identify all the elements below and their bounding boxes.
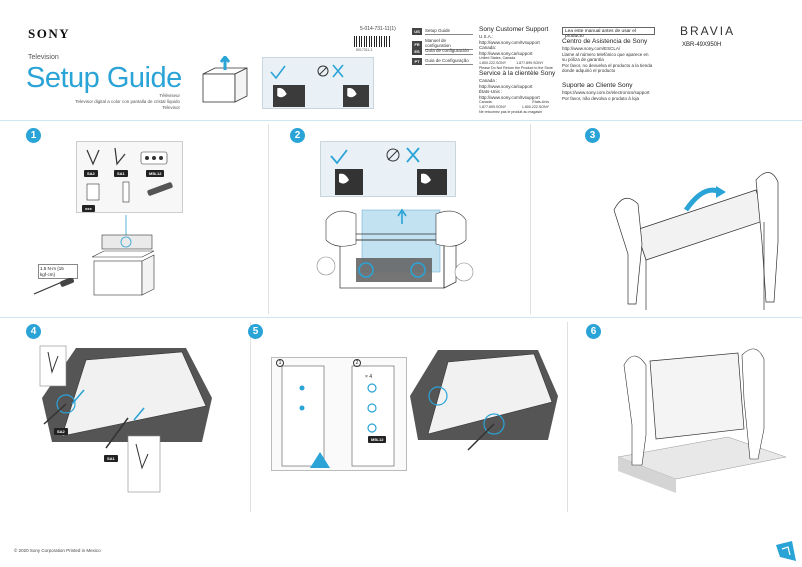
support-es: Centro de Asistencia de Sony http://www.… — [562, 38, 672, 74]
document-code: 5-014-731-11(1) — [360, 26, 396, 32]
part-label-sa1: SA1 — [114, 170, 128, 177]
section-divider — [0, 120, 802, 121]
support-en-line: http://www.sony.com/tvsupport — [479, 39, 540, 45]
attach-stands-illustration — [39, 345, 212, 493]
step-1-badge: 1 — [26, 128, 41, 143]
subtitle-fr: Téléviseur — [159, 93, 180, 98]
barcode — [354, 36, 390, 47]
support-fr-phone-1: 1.877.899.SONY — [479, 104, 507, 109]
part-label-doc: xxx — [82, 205, 95, 212]
support-en-return-note: Please Do Not Return the Product to the … — [479, 66, 553, 71]
support-pt: Suporte ao Cliente Sony https://www.sony… — [562, 82, 672, 101]
lift-do-dont-panel — [320, 141, 456, 197]
support-es-line: donde adquirió el producto — [562, 68, 616, 74]
support-fr: Service à la clientèle Sony Canada : htt… — [479, 70, 559, 115]
step-4-badge: 4 — [26, 324, 41, 339]
bravia-logo: BRAVIA — [680, 24, 736, 38]
stand-label-sa1: SA1 — [104, 455, 118, 462]
tv-box-illustration — [202, 56, 248, 103]
support-fr-region-2: États-Unis — [532, 100, 549, 105]
lang-label: Guia de Configuração — [425, 58, 473, 65]
support-fr-line: http://www.sony.ca/support — [479, 83, 533, 89]
barcode-number: 5017311-1 — [356, 48, 373, 52]
lang-code: FR — [412, 40, 422, 48]
lang-label: Manuel de configuration — [425, 38, 473, 50]
support-es-heading: Centro de Asistencia de Sony — [562, 38, 648, 45]
sub-step-2: 2 — [353, 359, 361, 367]
column-divider — [250, 322, 251, 512]
screw-label: M5L12 — [368, 436, 387, 443]
category-label: Television — [28, 54, 59, 61]
lang-label: Setup Guide — [425, 28, 473, 35]
support-es-line: Por favor, no devuelva el producto a la … — [562, 62, 653, 68]
support-en-phone-2: 1.877.899.SONY — [516, 60, 544, 65]
copyright: © 2020 Sony Corporation Printed in Mexic… — [14, 548, 101, 553]
support-en-line: http://www.sony.ca/support — [479, 50, 533, 56]
support-en-heading: Sony Customer Support — [479, 26, 549, 33]
part-label-sa2: SA2 — [84, 170, 98, 177]
lay-tv-flat-illustration — [613, 172, 779, 310]
support-en-phone-region: United States, Canada — [479, 56, 516, 61]
stand-label-sa2: SA2 — [54, 428, 68, 435]
place-tv-illustration — [617, 348, 787, 493]
column-divider — [530, 124, 531, 314]
section-divider — [0, 317, 802, 318]
step-5-badge: 5 — [248, 324, 263, 339]
support-fr-line: États-Unis : — [479, 89, 503, 95]
subtitle-es: Televisor digital a color con pantalla d… — [75, 99, 180, 104]
support-en-line: U.S.A.: — [479, 34, 494, 39]
screwdriver-icon — [33, 278, 75, 295]
support-en-phone-1: 1.800.222.SONY — [479, 60, 507, 65]
support-es-line: su póliza de garantía — [562, 57, 604, 63]
lift-warning-panel — [262, 57, 374, 109]
support-fr-line: http://www.sony.com/tvsupport — [479, 94, 540, 100]
support-es-line: http://www.sony.com/ESCLA/ — [562, 46, 621, 51]
box-with-parts-illustration — [91, 215, 155, 296]
support-pt-line: Por favor, não devolva o produto à loja — [562, 95, 640, 101]
lang-code: ES — [412, 48, 422, 55]
support-en: Sony Customer Support U.S.A.: http://www… — [479, 26, 559, 71]
support-es-line: Llame al número telefónico que aparece e… — [562, 51, 649, 57]
subtitle-pt: Televisor — [162, 105, 180, 110]
model-number: XBR-49X950H — [682, 42, 722, 48]
support-pt-line: https://www.sony.com.br/electronics/supp… — [562, 90, 650, 95]
step-3-badge: 3 — [585, 128, 600, 143]
screw-count: × 4 — [365, 374, 373, 380]
part-label-screws: M5L12 — [146, 170, 165, 177]
torque-spec: 1.5 N·m {15 kgf·cm} — [38, 264, 78, 279]
step-6-badge: 6 — [586, 324, 601, 339]
column-divider — [567, 322, 568, 512]
support-pt-heading: Suporte ao Cliente Sony — [562, 82, 633, 89]
stand-screw-illustration — [410, 350, 558, 451]
lang-code: PT — [412, 58, 422, 65]
sub-step-1: 1 — [276, 359, 284, 367]
column-divider — [268, 124, 269, 314]
step-2-badge: 2 — [290, 128, 305, 143]
recycle-corner-icon — [776, 541, 796, 561]
page-title: Setup Guide — [26, 62, 182, 94]
screw-detail-panel — [271, 357, 407, 471]
support-fr-line: Canada : — [479, 78, 498, 83]
support-fr-return-note: Ne retournez pas le produit au magasin — [479, 110, 542, 115]
read-manual-note: Lea este manual antes de usar el product… — [562, 27, 655, 39]
lang-label: Guía de configuración — [425, 48, 473, 55]
support-fr-heading: Service à la clientèle Sony — [479, 70, 556, 77]
lift-tv-from-box-illustration — [316, 208, 474, 289]
sony-logo: SONY — [28, 26, 71, 41]
support-fr-region-1: Canada — [479, 100, 492, 105]
lang-code: US — [412, 28, 422, 35]
support-en-line: Canada: — [479, 45, 497, 51]
parts-box — [76, 141, 183, 213]
support-fr-phone-2: 1.800.222.SONY — [521, 104, 549, 109]
